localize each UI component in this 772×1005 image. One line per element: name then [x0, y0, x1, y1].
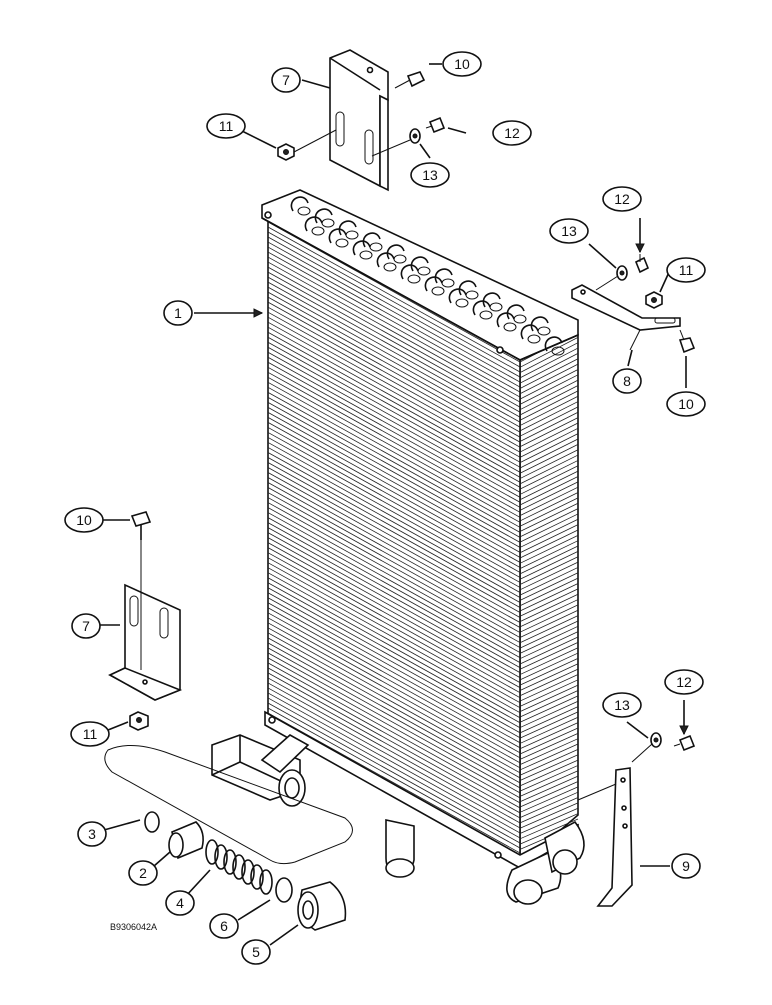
- core-tube-ends: [290, 196, 565, 356]
- callout-c3: 3: [77, 821, 107, 847]
- callout-c11c: 11: [666, 257, 706, 283]
- core-fins-front: [267, 221, 521, 859]
- drawing-code: B9306042A: [110, 922, 157, 932]
- callout-c9: 9: [671, 853, 701, 879]
- callout-c13c: 13: [602, 692, 642, 718]
- nut-left: [129, 711, 149, 731]
- bolt-top: [394, 71, 426, 89]
- callout-number: 12: [504, 125, 520, 141]
- callout-number: 8: [623, 373, 631, 389]
- callout-c12c: 12: [664, 669, 704, 695]
- callout-number: 5: [252, 944, 260, 960]
- callout-number: 7: [82, 618, 90, 634]
- callout-number: 11: [679, 262, 694, 278]
- washer-screw-top: [371, 116, 446, 157]
- callout-c10a: 10: [442, 51, 482, 77]
- callout-number: 9: [682, 858, 690, 874]
- washer-screw-right: [595, 254, 650, 291]
- callout-number: 10: [454, 56, 470, 72]
- core-fins-side: [519, 331, 579, 861]
- callout-c13b: 13: [549, 218, 589, 244]
- callout-c12a: 12: [492, 120, 532, 146]
- callout-number: 1: [174, 305, 182, 321]
- callout-c12b: 12: [602, 186, 642, 212]
- callout-number: 11: [219, 118, 234, 134]
- plug-part-5: [297, 881, 347, 931]
- washer-screw-lower-right: [631, 732, 696, 763]
- callout-c1: 1: [163, 300, 193, 326]
- callout-number: 11: [83, 726, 98, 742]
- nut-right: [645, 291, 663, 309]
- callout-c7a: 7: [271, 67, 301, 93]
- callout-number: 10: [76, 512, 92, 528]
- callout-number: 7: [282, 72, 290, 88]
- callout-c10c: 10: [666, 391, 706, 417]
- lower-pipes: [385, 819, 585, 905]
- callout-number: 12: [676, 674, 692, 690]
- callout-c4: 4: [165, 890, 195, 916]
- callout-c10b: 10: [64, 507, 104, 533]
- callout-number: 13: [561, 223, 577, 239]
- bolt-left: [130, 511, 152, 670]
- spring-part-4: [205, 839, 273, 895]
- callout-c8: 8: [612, 368, 642, 394]
- o-ring-part-6: [275, 877, 293, 903]
- bracket-right: [571, 284, 681, 351]
- callout-c11a: 11: [206, 113, 246, 139]
- callout-number: 2: [139, 865, 147, 881]
- bracket-lower-right: [577, 767, 633, 907]
- callout-number: 4: [176, 895, 184, 911]
- callout-number: 13: [422, 167, 438, 183]
- manifold-block: [211, 734, 310, 807]
- callout-c2: 2: [128, 860, 158, 886]
- callout-number: 6: [220, 918, 228, 934]
- callout-number: 13: [614, 697, 630, 713]
- nut-top-left: [277, 129, 337, 161]
- bolt-right: [678, 329, 696, 354]
- callout-c13a: 13: [410, 162, 450, 188]
- callout-c5: 5: [241, 939, 271, 965]
- bracket-left: [108, 583, 183, 701]
- bracket-top: [329, 49, 389, 192]
- o-ring-part-3: [144, 811, 160, 833]
- callout-number: 12: [614, 191, 630, 207]
- callout-c11b: 11: [70, 721, 110, 747]
- callout-c6: 6: [209, 913, 239, 939]
- callout-number: 10: [678, 396, 694, 412]
- callout-c7b: 7: [71, 613, 101, 639]
- leader-lines: [100, 63, 689, 946]
- fitting-part-2: [168, 821, 204, 860]
- callout-number: 3: [88, 826, 96, 842]
- radiator-core: [261, 189, 579, 869]
